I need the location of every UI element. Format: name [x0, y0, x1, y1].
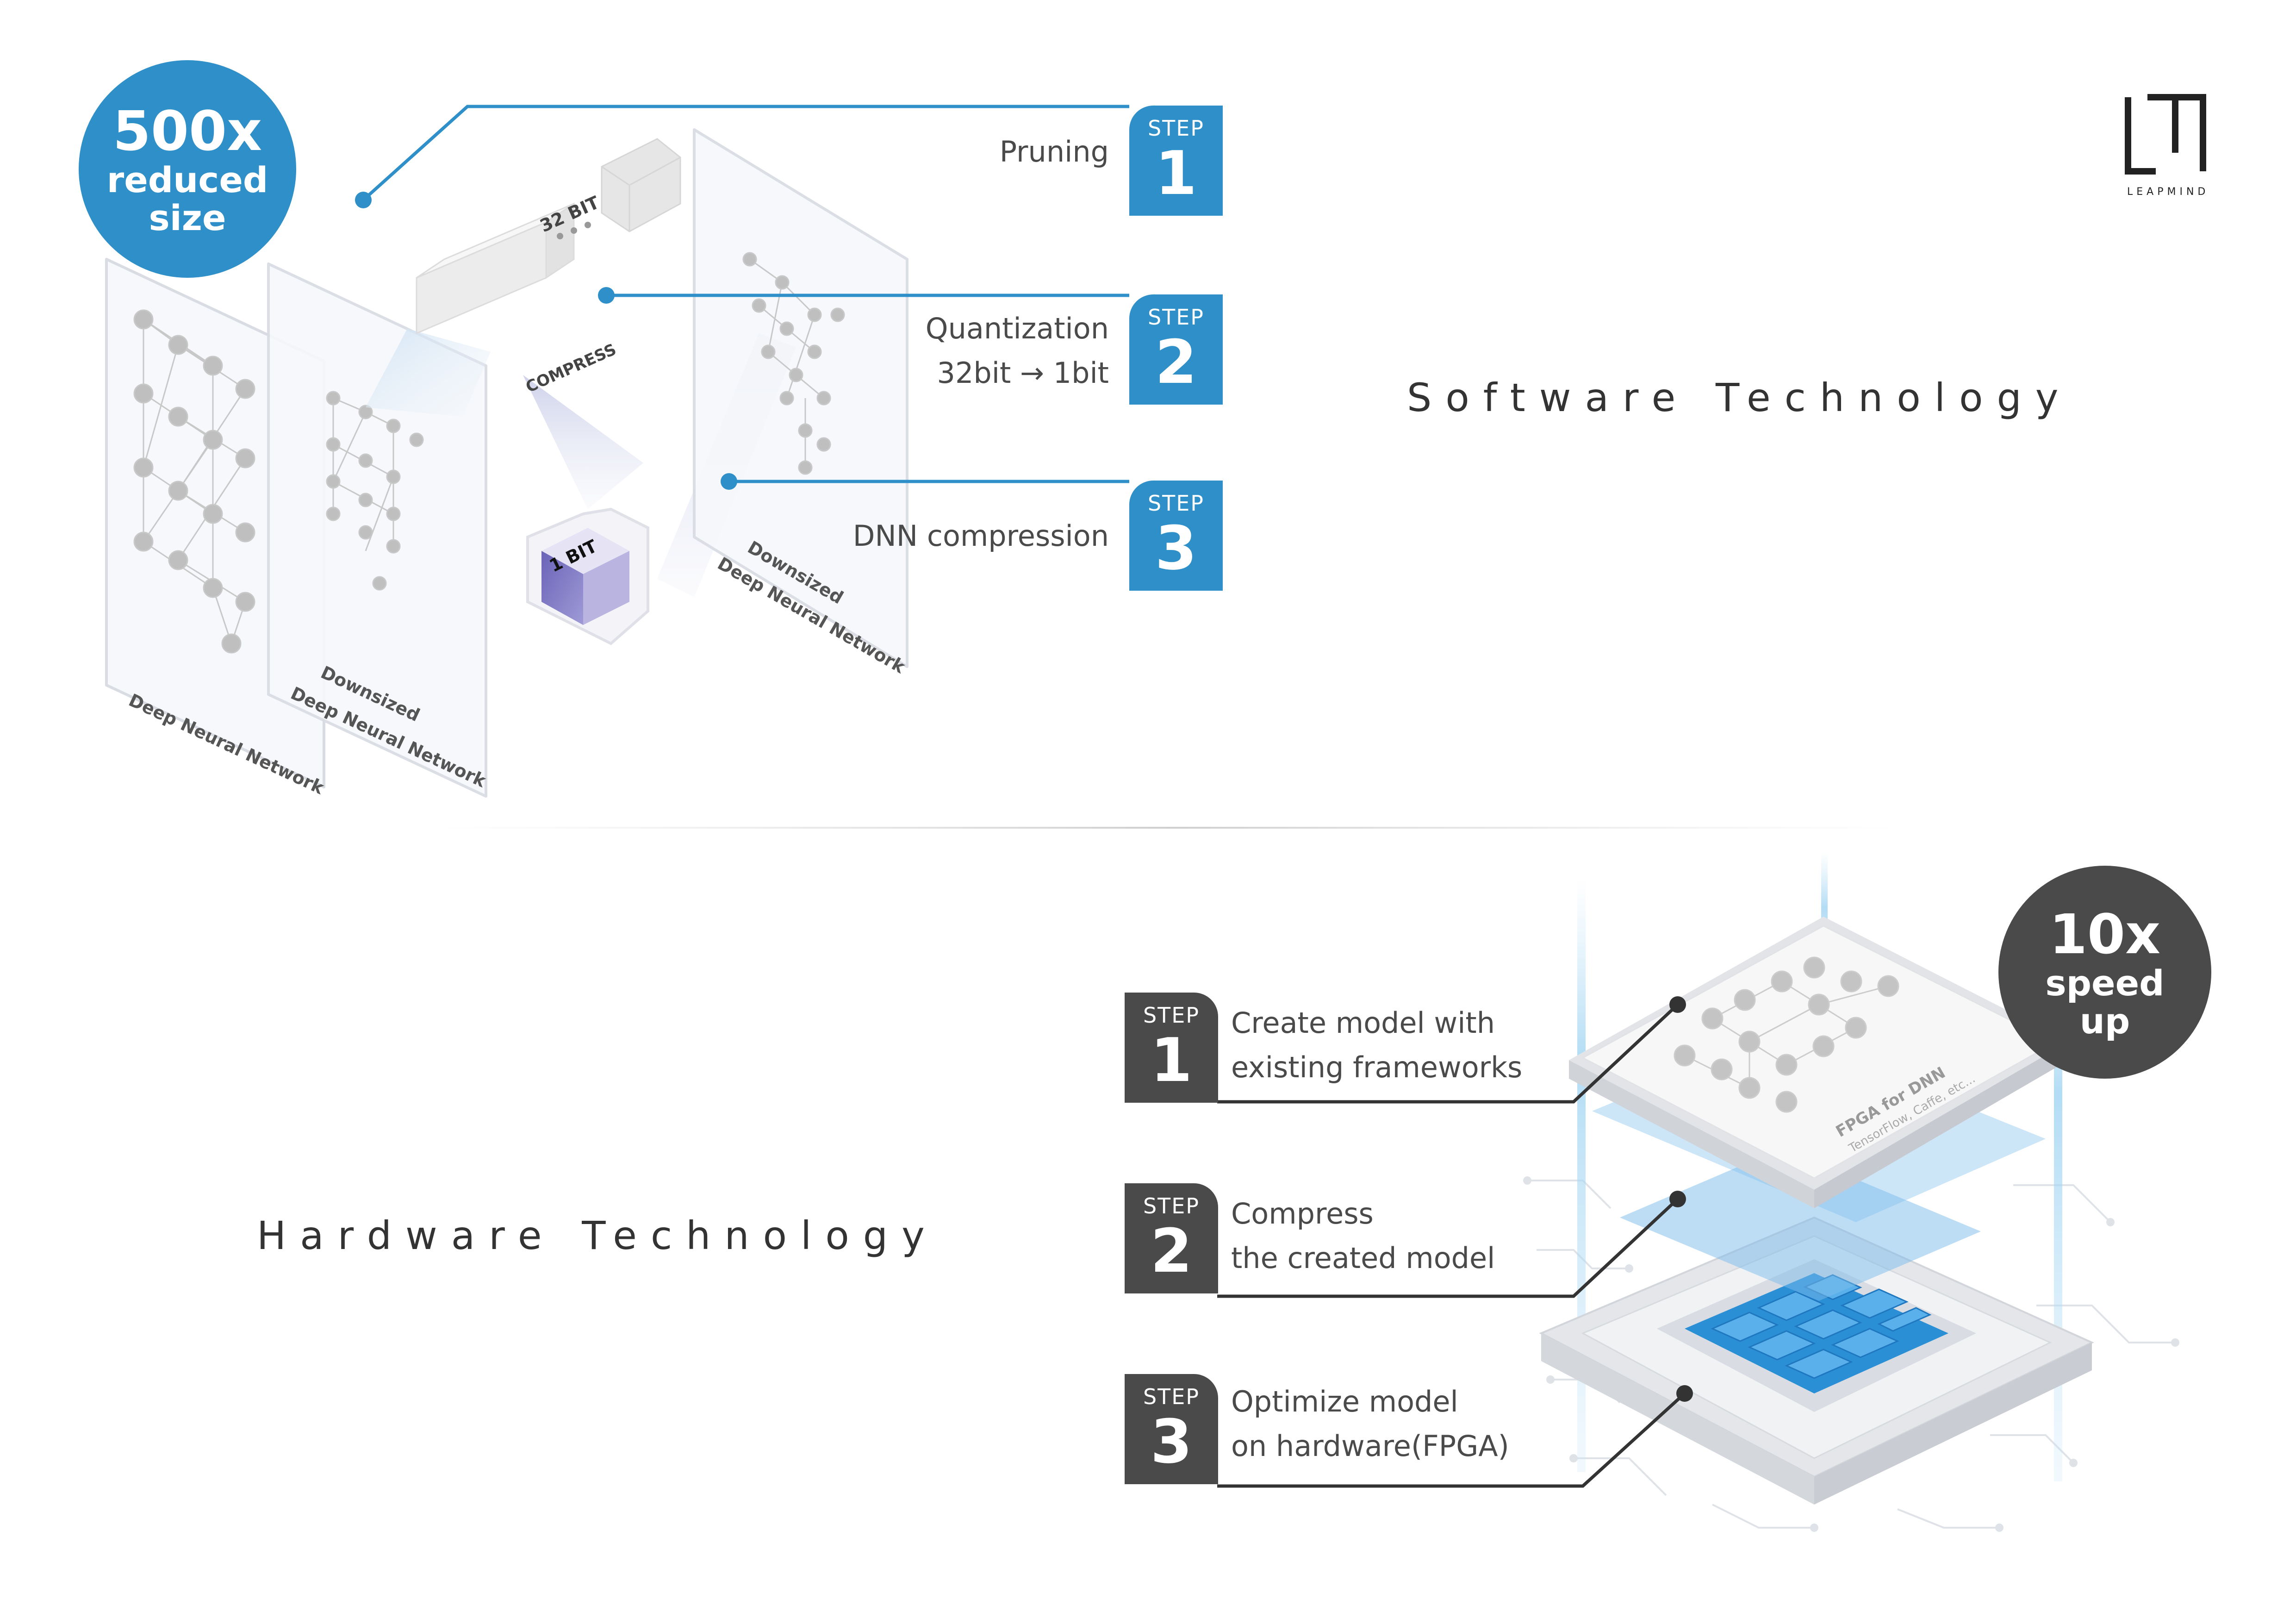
connector-dot-3 [721, 473, 737, 490]
badge-line1: reduced [106, 159, 268, 200]
step-label: STEP [1143, 1384, 1200, 1409]
speed-up-badge: 10x speed up [1998, 866, 2211, 1079]
step-label: STEP [1147, 116, 1205, 141]
leapmind-logo [2125, 94, 2206, 175]
step-text-line2: existing frameworks [1231, 1050, 1523, 1084]
software-step-2-text: Quantization 32bit → 1bit [692, 306, 1109, 395]
step-label: STEP [1147, 305, 1205, 330]
step-label: STEP [1143, 1193, 1200, 1218]
step-number: 3 [1155, 513, 1197, 583]
hw-connector-dot-3 [1676, 1385, 1693, 1402]
hardware-step-3: STEP 3 [1125, 1374, 1218, 1484]
step-number: 1 [1150, 1025, 1193, 1095]
hardware-step-3-text: Optimize model on hardware(FPGA) [1231, 1380, 1648, 1468]
bit1-cube [526, 507, 649, 645]
dnn-network-3 [742, 252, 845, 475]
step-text-line1: Compress [1231, 1197, 1374, 1230]
step-number: 1 [1155, 138, 1197, 208]
software-step-3-text: DNN compression [692, 514, 1109, 558]
software-step-1-text: Pruning [692, 130, 1109, 174]
section-divider [440, 827, 1898, 829]
badge-line2: up [2079, 1000, 2130, 1042]
step-text-line1: Create model with [1231, 1006, 1495, 1040]
layer-blue-2 [1620, 1148, 1981, 1301]
step-label: STEP [1143, 1003, 1200, 1028]
badge-line1: speed [2045, 962, 2165, 1004]
hw-connector-dot-2 [1669, 1191, 1686, 1207]
software-step-2: STEP 2 [1129, 294, 1223, 405]
hardware-heading: Hardware Technology [257, 1213, 939, 1258]
badge-line2: size [149, 197, 226, 238]
step-text-line1: DNN compression [852, 519, 1109, 553]
step-number: 2 [1155, 327, 1197, 397]
connector-dot-1 [355, 192, 372, 208]
step-text-line1: Optimize model [1231, 1385, 1458, 1418]
connector-dot-2 [598, 287, 615, 304]
hardware-step-1: STEP 1 [1125, 993, 1218, 1103]
step-text-line2: 32bit → 1bit [937, 356, 1109, 390]
step-number: 2 [1150, 1216, 1193, 1286]
reduced-size-badge: 500x reduced size [79, 60, 296, 278]
compress-beam [523, 375, 643, 509]
dnn-network-1 [133, 309, 255, 654]
badge-value: 10x [2049, 902, 2161, 966]
hardware-step-2: STEP 2 [1125, 1183, 1218, 1293]
software-step-3: STEP 3 [1129, 481, 1223, 591]
step-text-line1: Quantization [925, 312, 1109, 345]
step-number: 3 [1150, 1406, 1193, 1477]
dnn-network-2 [326, 391, 424, 591]
step-text-line2: on hardware(FPGA) [1231, 1429, 1509, 1463]
hardware-connectors [1217, 1003, 1686, 1488]
fpga-top-network [1674, 956, 1899, 1113]
hardware-step-1-text: Create model with existing frameworks [1231, 1001, 1648, 1090]
hw-connector-dot-1 [1669, 996, 1686, 1013]
step-label: STEP [1147, 491, 1205, 516]
step-text-line1: Pruning [999, 135, 1109, 169]
hardware-step-2-text: Compress the created model [1231, 1192, 1648, 1280]
bit32-box [416, 138, 681, 335]
software-connectors [362, 105, 1129, 483]
badge-value: 500x [112, 99, 262, 163]
software-heading: Software Technology [1407, 375, 2072, 420]
logo-text: LEAPMIND [2127, 186, 2209, 198]
step-text-line2: the created model [1231, 1241, 1495, 1275]
software-step-1: STEP 1 [1129, 106, 1223, 216]
beam-1 [366, 329, 491, 417]
